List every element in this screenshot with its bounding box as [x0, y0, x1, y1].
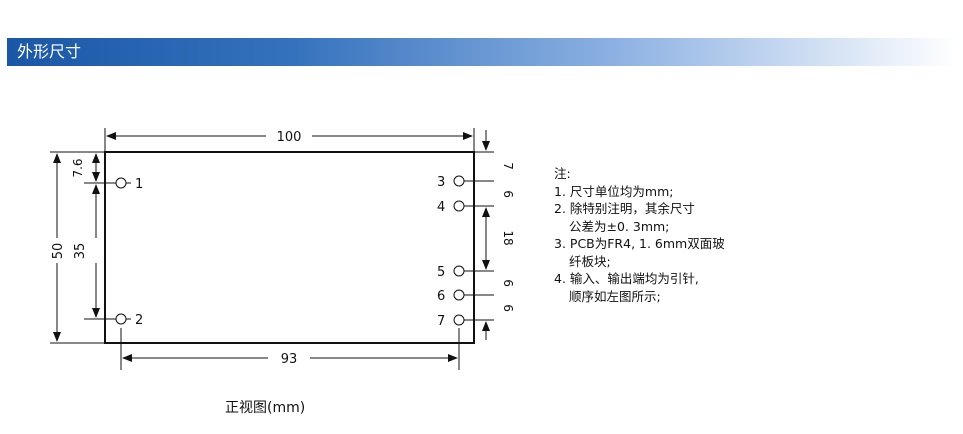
dim-label-pin-span: 93: [281, 352, 298, 367]
pin-7-circle: [453, 314, 465, 326]
dim-label-pin4-to-pin5: 18: [501, 230, 515, 245]
board-outline: [104, 151, 475, 344]
pin-6-label: 6: [437, 289, 445, 304]
note-3-cont: 纤板块;: [569, 253, 611, 269]
pin-5-label: 5: [437, 265, 445, 280]
pin-3-circle: [453, 175, 465, 187]
pin-2-circle: [115, 313, 127, 325]
note-4-cont: 顺序如左图所示;: [569, 288, 661, 304]
notes-heading: 注:: [554, 166, 571, 181]
pin-1-circle: [115, 177, 127, 189]
pin-6-circle: [453, 289, 465, 301]
pin-7-label: 7: [437, 314, 445, 329]
dim-label-pin6-to-pin7: 6: [501, 304, 515, 312]
pin-4-label: 4: [437, 200, 445, 215]
dim-label-overall-height: 50: [51, 243, 66, 260]
note-3: 3. PCB为FR4, 1. 6mm双面玻: [554, 236, 725, 251]
pin-1-label: 1: [135, 177, 143, 192]
dim-label-top-to-pin3: 7: [501, 162, 515, 170]
dim-label-pin3-to-pin4: 6: [501, 190, 515, 198]
section-title: 外形尺寸: [17, 42, 82, 61]
dim-label-overall-width: 100: [277, 130, 302, 145]
pin-5-circle: [453, 265, 465, 277]
dim-label-top-to-pin1: 7.6: [71, 158, 85, 177]
note-4: 4. 输入、输出端均为引针,: [554, 271, 699, 286]
pin-2-label: 2: [135, 313, 143, 328]
note-2-cont: 公差为±0. 3mm;: [569, 218, 670, 234]
pin-4-circle: [453, 200, 465, 212]
note-2: 2. 除特别注明，其余尺寸: [554, 201, 695, 216]
drawing-caption: 正视图(mm): [225, 400, 306, 416]
pin-3-label: 3: [437, 175, 445, 190]
dim-label-pin5-to-pin6: 6: [501, 279, 515, 287]
section-header-bar: 外形尺寸: [7, 38, 957, 66]
notes-block: 注: 1. 尺寸单位均为mm; 2. 除特别注明，其余尺寸 公差为±0. 3mm…: [554, 165, 774, 305]
dim-label-pin1-to-pin2: 35: [73, 243, 88, 260]
note-1: 1. 尺寸单位均为mm;: [554, 183, 674, 199]
